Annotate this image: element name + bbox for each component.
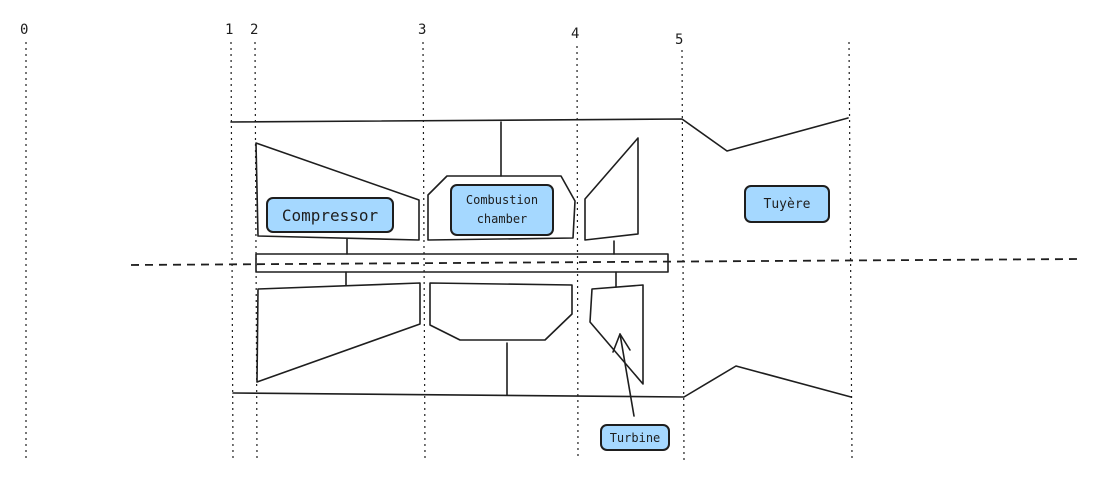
- outer-casing-bottom: [232, 365, 852, 398]
- station-line-5: [681, 49, 685, 461]
- combustion-chamber-bottom: [429, 282, 573, 341]
- compressor-label: Compressor: [266, 197, 394, 233]
- station-line-3: [422, 41, 426, 459]
- shaft: [255, 253, 669, 273]
- turbine-label: Turbine: [600, 424, 670, 451]
- combustion-chamber-top: [427, 175, 576, 241]
- station-label-1: 1: [225, 22, 233, 38]
- turbine-arrow: [619, 333, 635, 417]
- station-label-4: 4: [571, 26, 579, 42]
- turbine-top-blade: [584, 137, 639, 241]
- turbine-arrowhead: [612, 333, 631, 353]
- station-label-0: 0: [20, 22, 28, 38]
- center-axis: [130, 258, 1083, 266]
- combustion-chamber-label: Combustion chamber: [450, 184, 554, 236]
- compressor-bottom-blade: [256, 282, 421, 383]
- turbine-bottom-blade: [589, 284, 644, 385]
- tuyere-label: Tuyère: [744, 185, 830, 223]
- station-line-8: [848, 41, 853, 459]
- outer-casing-top: [230, 117, 849, 152]
- station-label-3: 3: [418, 22, 426, 38]
- station-line-1: [230, 41, 234, 459]
- station-label-2: 2: [250, 22, 258, 38]
- station-line-4: [576, 45, 579, 459]
- station-line-2: [254, 41, 258, 459]
- station-label-5: 5: [675, 32, 683, 48]
- compressor-top-blade: [255, 142, 420, 241]
